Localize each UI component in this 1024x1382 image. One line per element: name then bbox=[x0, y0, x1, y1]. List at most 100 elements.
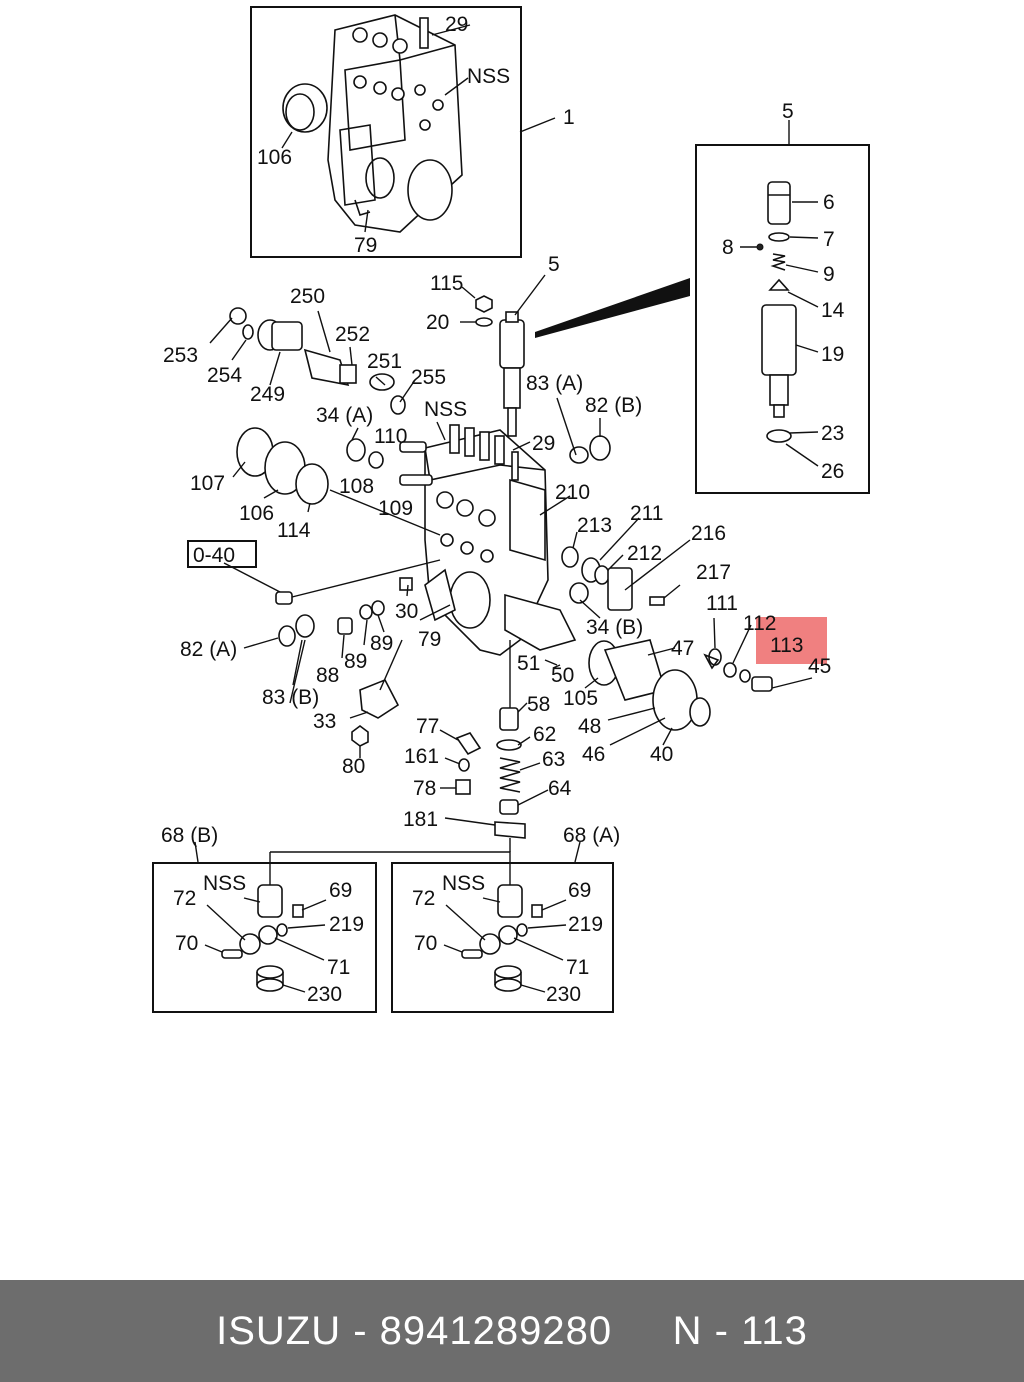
label-50: 50 bbox=[551, 664, 574, 687]
label-212: 212 bbox=[627, 542, 662, 565]
label-5: 5 bbox=[782, 100, 794, 123]
label-69-68b: 69 bbox=[329, 879, 352, 902]
label-78: 78 bbox=[413, 777, 436, 800]
label-79b: 79 bbox=[418, 628, 441, 651]
label-30: 30 bbox=[395, 600, 418, 623]
label-83b: 83 (B) bbox=[262, 686, 319, 709]
label-251: 251 bbox=[367, 350, 402, 373]
label-19: 19 bbox=[821, 343, 844, 366]
label-211: 211 bbox=[630, 502, 663, 525]
label-69-68a: 69 bbox=[568, 879, 591, 902]
pump-body-drawing bbox=[327, 14, 463, 233]
label-161: 161 bbox=[404, 745, 439, 768]
label-217: 217 bbox=[696, 561, 731, 584]
label-70-68a: 70 bbox=[414, 932, 437, 955]
label-68a: 68 (A) bbox=[563, 824, 620, 847]
label-230-68a: 230 bbox=[546, 983, 581, 1006]
label-89a: 89 bbox=[344, 650, 367, 673]
lower-center-parts-drawing bbox=[455, 707, 526, 839]
label-62: 62 bbox=[533, 723, 556, 746]
label-nss-68b: NSS bbox=[203, 872, 246, 895]
label-47: 47 bbox=[671, 637, 694, 660]
label-26: 26 bbox=[821, 460, 844, 483]
label-181: 181 bbox=[403, 808, 438, 831]
label-20: 20 bbox=[426, 311, 449, 334]
label-110: 110 bbox=[374, 425, 407, 448]
label-106b: 106 bbox=[239, 502, 274, 525]
label-64: 64 bbox=[548, 777, 572, 800]
label-108: 108 bbox=[339, 475, 374, 498]
label-45: 45 bbox=[808, 655, 831, 678]
label-252: 252 bbox=[335, 323, 370, 346]
label-213: 213 bbox=[577, 514, 612, 537]
inset-68b-drawing bbox=[221, 884, 304, 992]
label-219-68a: 219 bbox=[568, 913, 603, 936]
label-80: 80 bbox=[342, 755, 365, 778]
label-33: 33 bbox=[313, 710, 336, 733]
label-8: 8 bbox=[722, 236, 734, 259]
label-7: 7 bbox=[823, 228, 835, 251]
label-5b: 5 bbox=[548, 253, 560, 276]
footer-bar: ISUZU - 8941289280 N - 113 bbox=[0, 1280, 1024, 1382]
label-230-68b: 230 bbox=[307, 983, 342, 1006]
label-106: 106 bbox=[257, 146, 292, 169]
label-77: 77 bbox=[416, 715, 439, 738]
timer-assembly-drawing bbox=[229, 307, 406, 415]
label-46: 46 bbox=[582, 743, 605, 766]
label-58: 58 bbox=[527, 693, 550, 716]
label-113: 113 bbox=[770, 634, 803, 657]
label-107: 107 bbox=[190, 472, 225, 495]
label-29: 29 bbox=[445, 13, 468, 36]
ref-box-0-40 bbox=[187, 540, 257, 568]
label-1: 1 bbox=[563, 106, 575, 129]
label-14: 14 bbox=[821, 299, 845, 322]
label-255: 255 bbox=[411, 366, 446, 389]
label-115: 115 bbox=[430, 272, 463, 295]
label-82a: 82 (A) bbox=[180, 638, 237, 661]
side-parts-drawing bbox=[504, 435, 773, 731]
inset-68b-box bbox=[152, 862, 377, 1013]
label-83a: 83 (A) bbox=[526, 372, 583, 395]
label-82b: 82 (B) bbox=[585, 394, 642, 417]
label-nss-b: NSS bbox=[424, 398, 467, 421]
label-88: 88 bbox=[316, 664, 339, 687]
label-210: 210 bbox=[555, 481, 590, 504]
label-9: 9 bbox=[823, 263, 835, 286]
label-34b: 34 (B) bbox=[586, 616, 643, 639]
footer-part-number: ISUZU - 8941289280 N - 113 bbox=[216, 1308, 808, 1353]
label-23: 23 bbox=[821, 422, 844, 445]
label-105: 105 bbox=[563, 687, 598, 710]
inset-68a-box bbox=[391, 862, 614, 1013]
label-51: 51 bbox=[517, 652, 540, 675]
inset-delivery-valve-box bbox=[695, 144, 870, 494]
label-216: 216 bbox=[691, 522, 726, 545]
label-nss-68a: NSS bbox=[442, 872, 485, 895]
label-72-68b: 72 bbox=[173, 887, 196, 910]
label-112: 112 bbox=[743, 612, 776, 635]
sleeve-106-drawing bbox=[282, 83, 328, 133]
label-48: 48 bbox=[578, 715, 601, 738]
label-29b: 29 bbox=[532, 432, 555, 455]
delivery-valve-parts-drawing bbox=[756, 181, 797, 443]
label-72-68a: 72 bbox=[412, 887, 435, 910]
label-nss: NSS bbox=[467, 65, 510, 88]
callout-arrow bbox=[535, 278, 690, 338]
label-6: 6 bbox=[823, 191, 835, 214]
label-71-68a: 71 bbox=[566, 956, 589, 979]
label-40: 40 bbox=[650, 743, 673, 766]
label-250: 250 bbox=[290, 285, 325, 308]
lower-left-parts-drawing bbox=[278, 577, 413, 747]
label-254: 254 bbox=[207, 364, 242, 387]
label-114: 114 bbox=[277, 519, 311, 542]
label-89b: 89 bbox=[370, 632, 393, 655]
label-0-40: 0-40 bbox=[193, 544, 235, 567]
delivery-valve-5-drawing bbox=[475, 295, 525, 437]
inset-68a-drawing bbox=[461, 884, 543, 992]
parts-diagram: 29 NSS 1 106 79 5 6 7 8 9 14 19 23 26 11… bbox=[152, 6, 870, 1013]
highlight-box bbox=[756, 617, 827, 664]
label-63: 63 bbox=[542, 748, 565, 771]
label-219-68b: 219 bbox=[329, 913, 364, 936]
label-109: 109 bbox=[378, 497, 413, 520]
gear-and-bearing-drawing bbox=[236, 427, 441, 605]
label-249: 249 bbox=[250, 383, 285, 406]
